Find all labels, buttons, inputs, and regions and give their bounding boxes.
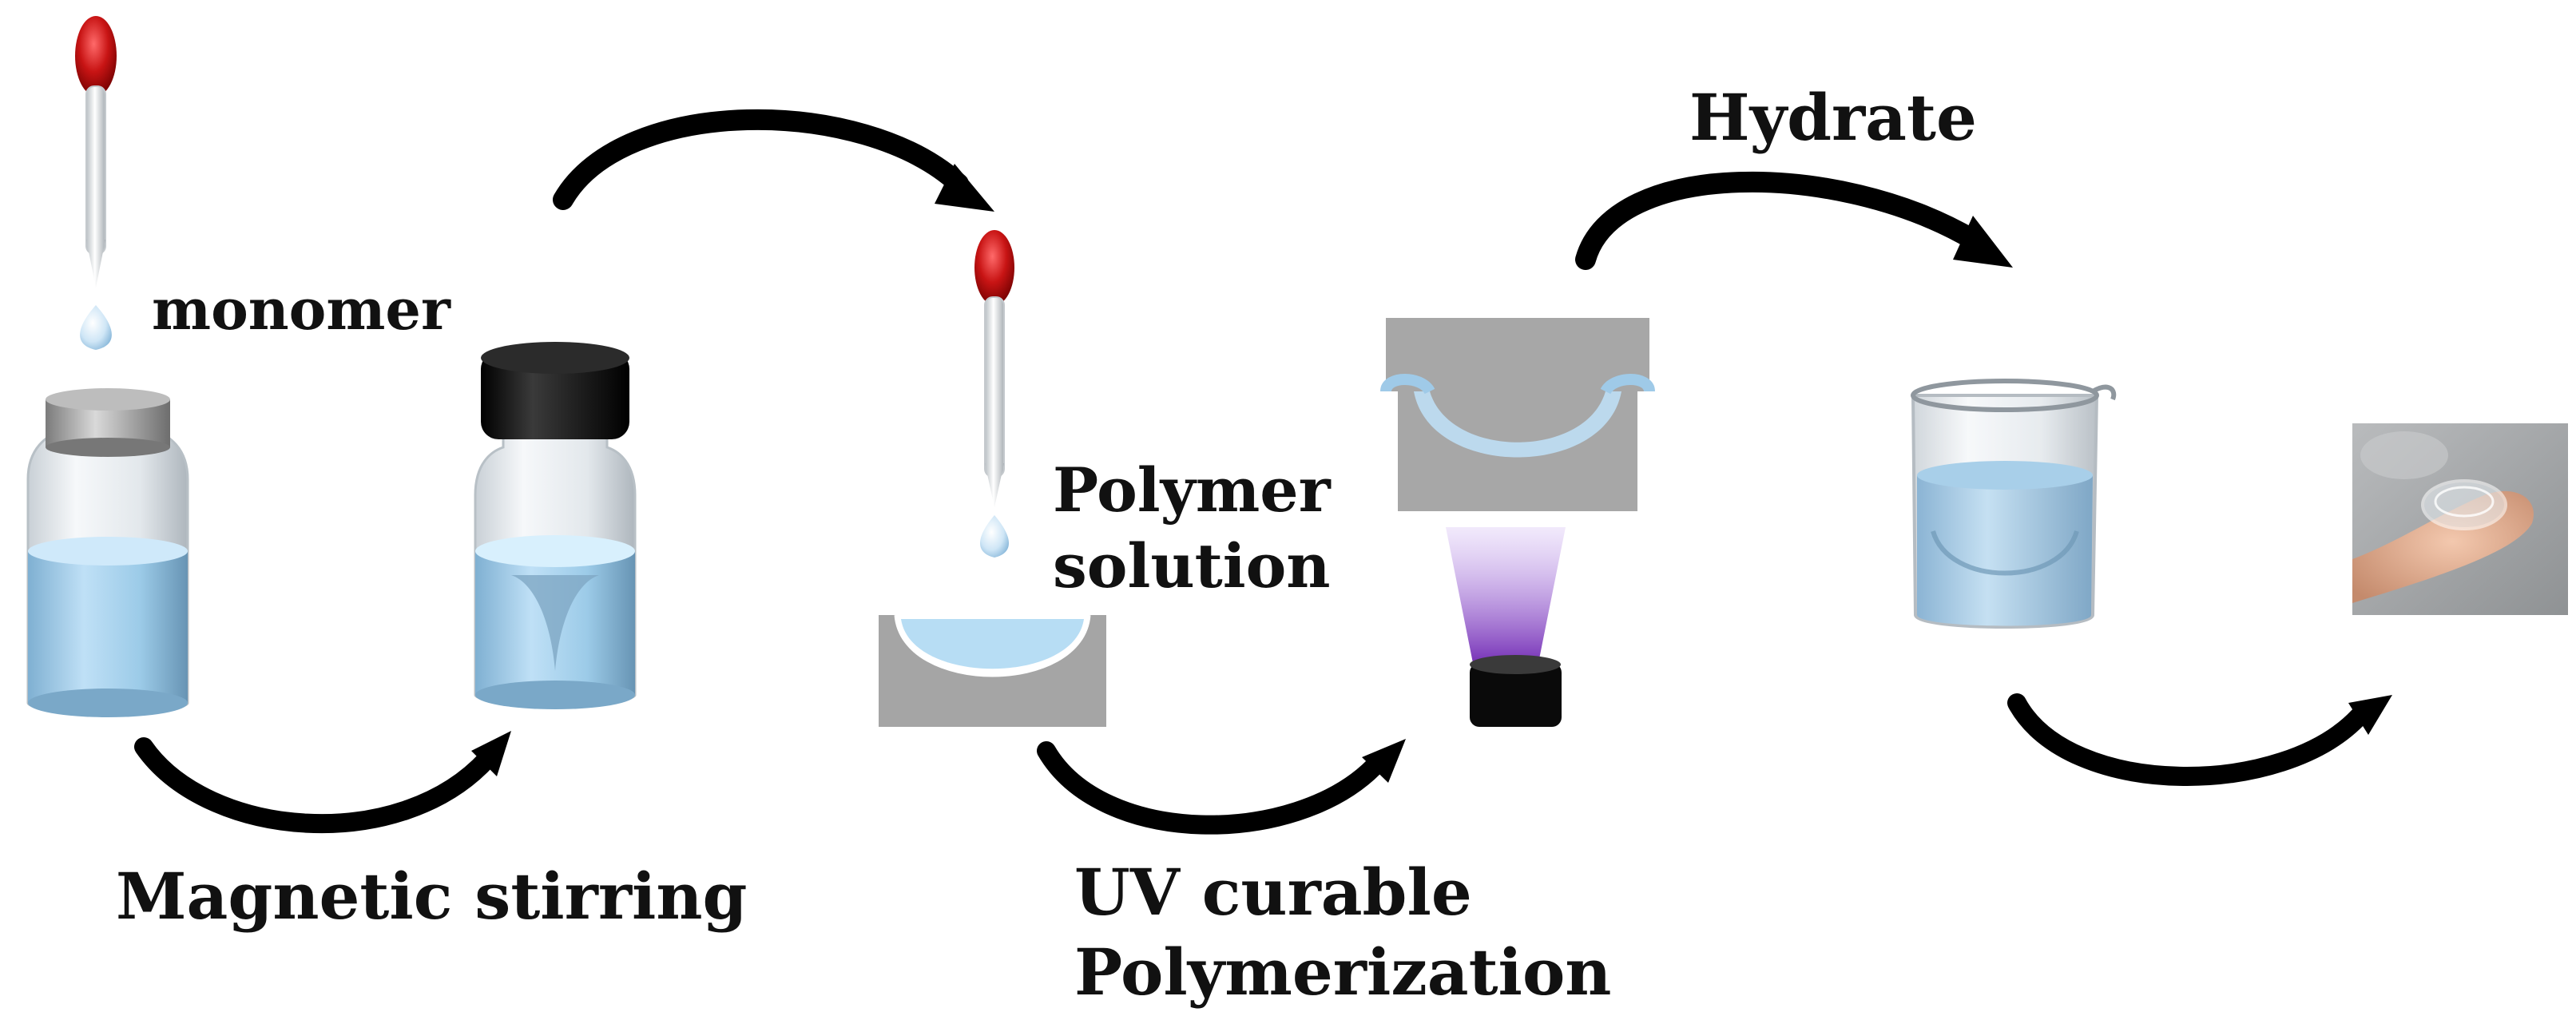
uv-light-beam xyxy=(1446,527,1566,667)
vial-icon xyxy=(26,388,189,717)
beaker-icon xyxy=(1911,379,2117,629)
stirring-arrow xyxy=(134,731,511,834)
stirring-label: Magnetic stirring xyxy=(116,859,747,934)
cure-arrow xyxy=(1037,739,1406,835)
hydrate-label: Hydrate xyxy=(1689,80,1977,155)
monomer-label: monomer xyxy=(152,276,451,343)
capped-vial-icon xyxy=(474,342,637,709)
uv-label-line2: Polymerization xyxy=(1074,935,1611,1010)
dropper-icon xyxy=(974,230,1014,507)
hydrate-arrow xyxy=(1575,171,2013,270)
polymer-label-line2: solution xyxy=(1053,530,1331,601)
contact-lens-photo xyxy=(2352,423,2568,615)
polymer-label-line1: Polymer xyxy=(1053,454,1332,526)
top-arrow-1 xyxy=(553,109,994,212)
dropper-icon xyxy=(75,16,117,288)
curing-mold-icon xyxy=(1380,318,1655,511)
lens-mold-icon xyxy=(879,614,1106,727)
polymer-droplet xyxy=(979,515,1010,558)
uv-label-line1: UV curable xyxy=(1074,855,1472,930)
monomer-droplet xyxy=(80,305,112,350)
final-arrow xyxy=(2007,693,2392,786)
uv-lamp-icon xyxy=(1470,655,1562,727)
